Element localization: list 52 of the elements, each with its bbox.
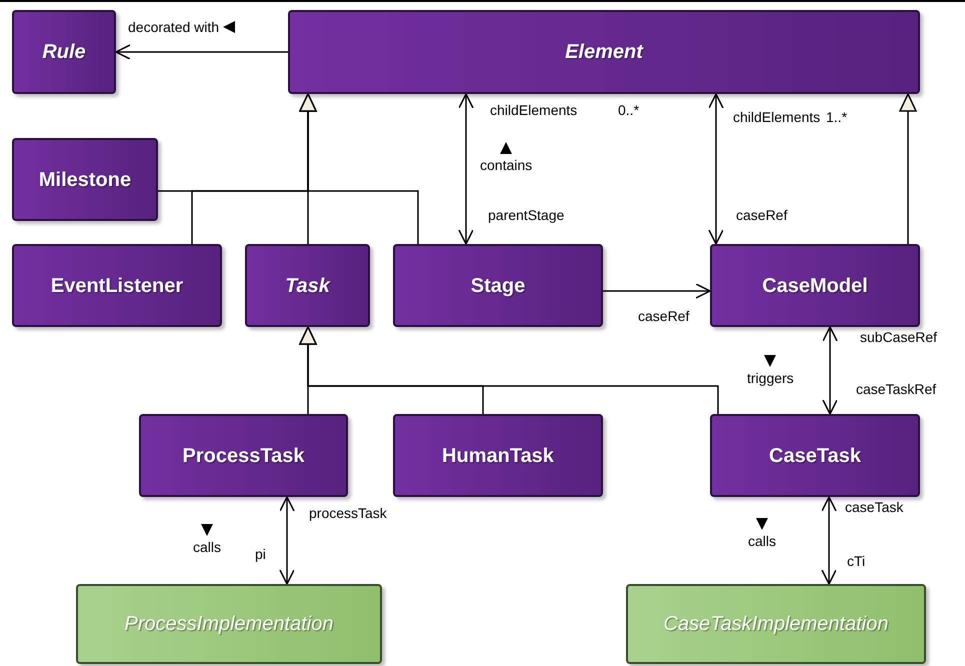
class-name: CaseModel	[762, 274, 868, 298]
edge-label: decorated with	[128, 20, 220, 34]
class-name: HumanTask	[442, 444, 554, 468]
role-label: subCaseRef	[860, 330, 938, 344]
class-box	[12, 244, 222, 327]
role-label: 0..*	[618, 103, 640, 117]
class-name: Milestone	[38, 168, 132, 192]
role-label: cTi	[847, 554, 866, 568]
generalization-arrow	[299, 326, 719, 414]
role-label: caseTaskRef	[856, 382, 936, 396]
class-box	[710, 414, 920, 497]
arrow	[603, 283, 711, 299]
edge-label: caseRef	[638, 309, 690, 323]
class-name: ProcessTask	[182, 444, 304, 468]
role-label: caseTask	[845, 500, 904, 514]
role-label: caseRef	[736, 208, 788, 222]
edge-label: triggers	[747, 371, 794, 385]
class-name: CaseTask	[769, 444, 861, 468]
association-line	[821, 496, 837, 585]
interface-box	[626, 584, 926, 664]
association-line	[708, 93, 724, 245]
class-name: EventListener	[50, 274, 184, 298]
class-name: Rule	[42, 40, 86, 65]
class-box	[710, 244, 920, 327]
class-name: Stage	[470, 274, 526, 298]
role-label: processTask	[309, 506, 387, 520]
class-box	[12, 138, 158, 221]
association-line	[822, 326, 838, 415]
edge-label: calls	[193, 540, 222, 554]
class-name: ProcessImplementation	[124, 612, 334, 637]
edge-label: contains	[480, 158, 532, 172]
generalization-arrow	[299, 93, 419, 244]
role-label: childElements	[733, 110, 820, 124]
class-box	[288, 10, 920, 94]
arrow	[115, 44, 288, 60]
class-name: CaseTaskImplementation	[664, 612, 888, 637]
role-label: childElements	[490, 103, 578, 117]
generalization-arrow	[899, 93, 917, 244]
class-box	[245, 244, 370, 327]
class-name: Task	[285, 274, 330, 298]
role-label: 1..*	[826, 110, 848, 124]
association-line	[458, 93, 474, 245]
association-line	[279, 496, 295, 585]
interface-box	[76, 584, 382, 664]
class-box	[12, 10, 116, 94]
class-name: Element	[565, 40, 643, 65]
role-label: pi	[255, 547, 266, 561]
class-box	[393, 244, 603, 327]
class-box	[393, 414, 603, 497]
class-box	[139, 414, 348, 497]
role-label: parentStage	[488, 208, 564, 222]
edge-label: calls	[748, 534, 776, 548]
